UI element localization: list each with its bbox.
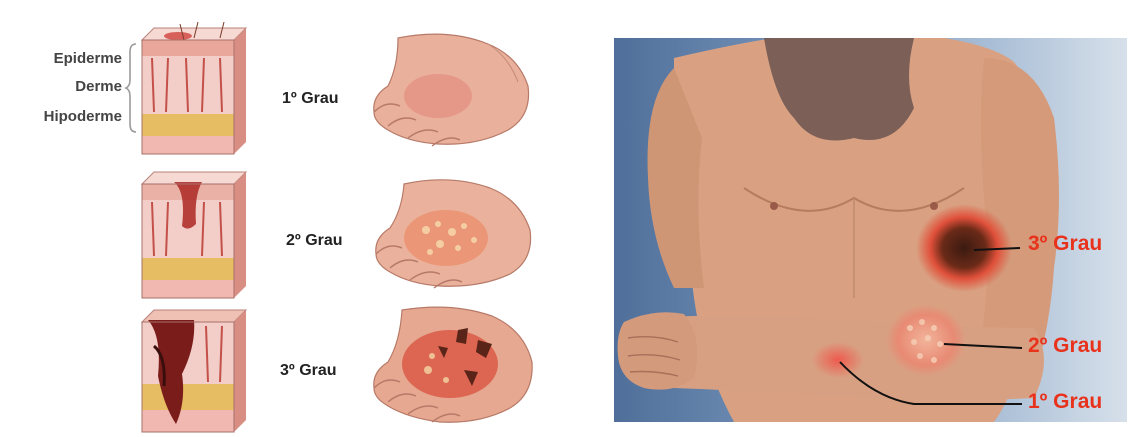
torso-label-first-degree: 1º Grau [1028, 390, 1102, 414]
layer-label-epidermis: Epiderme [4, 50, 122, 67]
left-panel: Epiderme Derme Hipoderme [0, 0, 600, 437]
hand-second-degree-burn [370, 170, 538, 298]
hand-first-degree-burn [368, 26, 536, 156]
torso-label-second-degree: 2º Grau [1028, 334, 1102, 358]
skin-cross-section-third-degree [136, 306, 248, 436]
layer-label-dermis: Derme [4, 78, 122, 95]
grade-label-third: 3º Grau [280, 362, 337, 380]
grade-label-second: 2º Grau [286, 232, 343, 250]
torso-burn-illustration [614, 38, 1127, 422]
layer-bracket [124, 42, 138, 134]
layer-label-hypodermis: Hipoderme [4, 108, 122, 125]
hand-third-degree-burn [368, 300, 540, 434]
grade-label-first: 1º Grau [282, 90, 339, 108]
torso-label-third-degree: 3º Grau [1028, 232, 1102, 256]
skin-cross-section-second-degree [136, 166, 248, 304]
skin-cross-section-first-degree [138, 22, 248, 160]
right-panel: 3º Grau 2º Grau 1º Grau [614, 38, 1127, 422]
